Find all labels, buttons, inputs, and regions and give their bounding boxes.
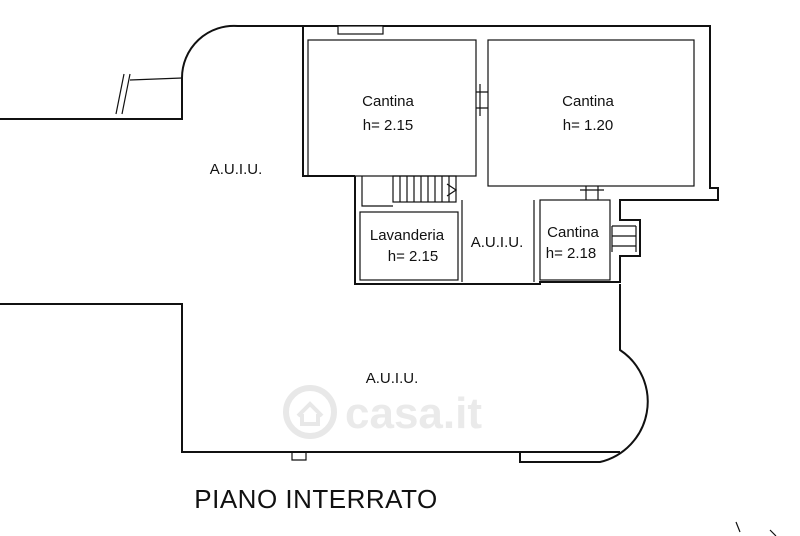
plan-title: PIANO INTERRATO — [194, 484, 437, 514]
room-cantina-3-name: Cantina — [547, 224, 599, 241]
staircase — [361, 175, 458, 207]
room-cantina-2: Cantina h= 1.20 — [487, 39, 695, 187]
room-lavanderia-name: Lavanderia — [370, 227, 445, 244]
area-bottom-label: A.U.I.U. — [366, 370, 419, 387]
watermark-text: casa.it — [345, 389, 482, 438]
room-lavanderia-height: h= 2.15 — [388, 248, 438, 265]
room-cantina-1-height: h= 2.15 — [363, 117, 413, 134]
room-cantina-2-name: Cantina — [562, 93, 614, 110]
room-cantina-3-height: h= 2.18 — [546, 245, 596, 262]
upper-left-outline — [0, 24, 303, 120]
area-center-label: A.U.I.U. — [471, 234, 524, 251]
room-cantina-2-height: h= 1.20 — [563, 117, 613, 134]
room-cantina-1: Cantina h= 2.15 — [307, 39, 477, 177]
area-top-left-label: A.U.I.U. — [210, 161, 263, 178]
lower-area-outline — [0, 284, 649, 463]
door-marker — [476, 84, 488, 116]
room-cantina-1-name: Cantina — [362, 93, 414, 110]
room-lavanderia: Lavanderia h= 2.15 — [359, 211, 459, 281]
watermark: casa.it — [283, 385, 482, 439]
room-cantina-3: Cantina h= 2.18 — [539, 186, 637, 281]
corner-marks — [735, 521, 777, 536]
corridor-area: A.U.I.U. — [461, 200, 535, 282]
